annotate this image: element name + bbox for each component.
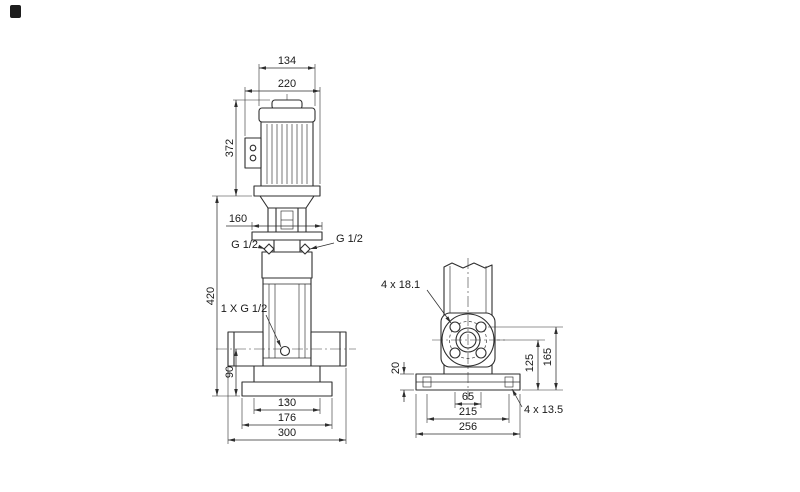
- vent-plug-right: [299, 243, 311, 255]
- drain-label: 1 X G 1/2: [221, 303, 267, 315]
- dim-420-label: 420: [205, 287, 217, 305]
- terminal-box-gland-2: [249, 154, 257, 162]
- dim-foot-height: 20: [390, 362, 414, 402]
- dim-hole-spacing: 215: [426, 394, 510, 423]
- dim-90-label: 90: [224, 366, 236, 378]
- dim-20-label: 20: [390, 362, 402, 374]
- column-outline: [443, 262, 493, 375]
- dim-flange-center-height: 125: [497, 339, 545, 390]
- flange-face: [432, 312, 506, 368]
- side-view: 134 220 372 160 420 90: [205, 55, 363, 444]
- port-label-left: G 1/2: [231, 239, 258, 251]
- dim-176-label: 176: [278, 412, 296, 424]
- dim-65-label: 65: [462, 391, 474, 403]
- dim-215-label: 215: [459, 406, 477, 418]
- stool-plate: [251, 231, 323, 241]
- bolt-hole: [475, 347, 487, 359]
- base-hole-right: [504, 376, 514, 388]
- bolt-hole: [475, 321, 487, 333]
- terminal-box-gland-1: [249, 144, 257, 152]
- dim-base-length: 256: [415, 394, 521, 438]
- dim-stool-width: 160: [226, 213, 323, 230]
- dim-372-label: 372: [224, 139, 236, 157]
- dim-base-width: 176: [241, 398, 333, 429]
- vent-plug-left: [263, 243, 275, 255]
- fan-cover: [258, 107, 316, 123]
- head-neck: [273, 239, 301, 253]
- bolt-hole: [449, 321, 461, 333]
- motor-fins: [266, 124, 308, 184]
- dim-motor-height: 372: [212, 99, 270, 197]
- base-flange: [241, 381, 333, 397]
- dim-flange-hole-height: 165: [488, 326, 563, 391]
- dim-256-label: 256: [459, 421, 477, 433]
- end-view: 4 x 18.1 20 125 165 65: [381, 258, 563, 438]
- base-hole-left: [422, 376, 432, 388]
- pump-head: [261, 239, 313, 279]
- dim-134-label: 134: [278, 55, 296, 67]
- dim-220-label: 220: [278, 78, 296, 90]
- dim-125-label: 125: [524, 354, 536, 372]
- dim-fan-width: 134: [258, 55, 316, 106]
- dim-4x18-label: 4 x 18.1: [381, 279, 420, 291]
- head-body: [261, 251, 313, 279]
- dim-total-length: 300: [227, 368, 347, 444]
- drain-plug: [279, 345, 291, 357]
- end-shield: [253, 185, 321, 197]
- dim-165-label: 165: [542, 348, 554, 366]
- pump-base: [241, 365, 333, 397]
- dim-pump-height: 420: [205, 196, 240, 397]
- dim-port-height: 90: [224, 349, 238, 396]
- logo-mark: [10, 5, 21, 18]
- foot-block: [253, 365, 321, 383]
- port-label-right: G 1/2: [336, 233, 363, 245]
- dim-base-holes: 4 x 13.5: [511, 388, 563, 416]
- dim-4x13-label: 4 x 13.5: [524, 404, 563, 416]
- terminal-box: [244, 137, 262, 169]
- dim-flange-holes: 4 x 18.1: [381, 279, 452, 324]
- port-labels: G 1/2 G 1/2 1 X G 1/2: [221, 233, 363, 348]
- dim-160-label: 160: [229, 213, 247, 225]
- dim-hole-offset: 65: [454, 391, 482, 408]
- dim-foot-width: 130: [253, 397, 321, 414]
- column: [443, 262, 493, 375]
- motor: [244, 99, 321, 197]
- dim-130-label: 130: [278, 397, 296, 409]
- bolt-hole: [449, 347, 461, 359]
- coupling-stool: [251, 195, 323, 241]
- dim-300-label: 300: [278, 427, 296, 439]
- dim-motor-width: 220: [244, 78, 321, 184]
- motor-adapter: [259, 195, 315, 209]
